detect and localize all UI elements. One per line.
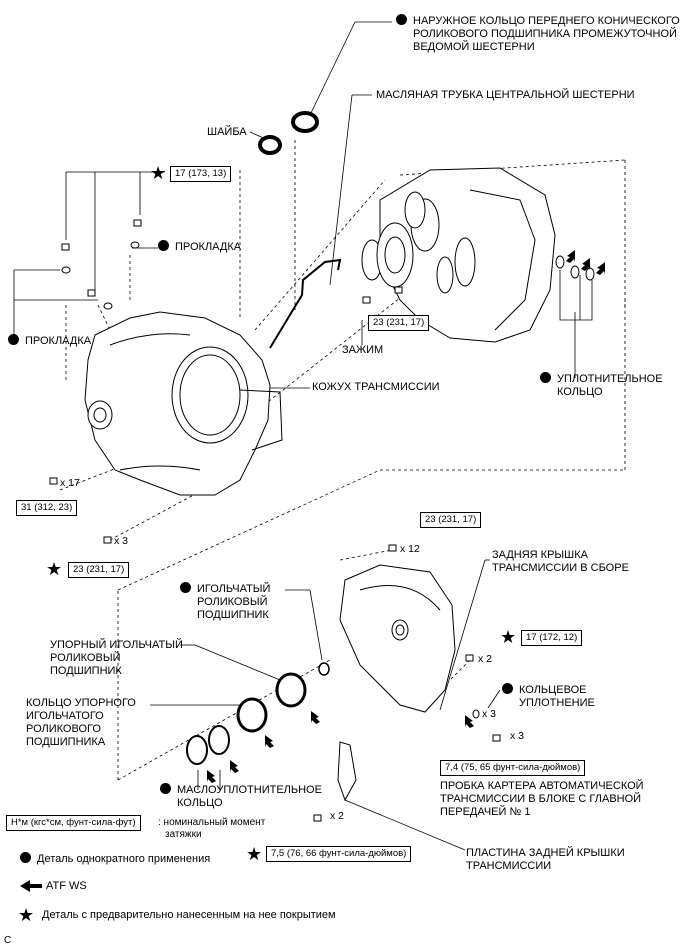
non-reusable-dot-icon <box>502 683 513 694</box>
non-reusable-dot-icon <box>20 852 31 863</box>
plate-count: x 2 <box>330 810 345 822</box>
torque-box-plug: 7,4 (75, 65 фунт-сила-дюймов) <box>440 760 586 776</box>
torque-box-plate: 7,5 (76, 66 фунт-сила-дюймов) <box>266 846 412 862</box>
case-bolts-count: x 17 <box>60 477 80 489</box>
transmission-case-label: КОЖУХ ТРАНСМИССИИ <box>312 381 440 393</box>
o-ring-label: УПЛОТНИТЕЛЬНОЕ КОЛЬЦО <box>540 372 663 399</box>
non-reusable-dot-icon <box>8 334 19 345</box>
legend-non-reusable: Деталь однократного применения <box>20 852 210 866</box>
legend-precoated: Деталь с предварительно нанесенным на не… <box>42 909 336 921</box>
thrust-needle-bearing-label: УПОРНЫЙ ИГОЛЬЧАТЫЙ РОЛИКОВЫЙ ПОДШИПНИК <box>50 639 183 677</box>
torque-box-cover: 23 (231, 17) <box>420 512 482 528</box>
legend-torque-box: Н*м (кгс*см, фунт-сила-фут) <box>6 815 141 831</box>
legend-torque-desc: : номинальный момент затяжки <box>158 817 266 840</box>
needle-bearing-label: ИГОЛЬЧАТЫЙ РОЛИКОВЫЙ ПОДШИПНИК <box>180 582 270 622</box>
torque-box-case: 31 (312, 23) <box>16 500 78 516</box>
washer-label: ШАЙБА <box>207 126 247 138</box>
oil-seal-ring-label: МАСЛОУПЛОТНИТЕЛЬНОЕ КОЛЬЦО <box>160 783 322 810</box>
plug-seal-count: x 3 <box>482 708 497 720</box>
plug-count: x 3 <box>510 730 525 742</box>
bearing-outer-race-label: НАРУЖНОЕ КОЛЬЦО ПЕРЕДНЕГО КОНИЧЕСКОГО РО… <box>396 14 680 54</box>
plug-label: ПРОБКА КАРТЕРА АВТОМАТИЧЕСКОЙ ТРАНСМИССИ… <box>440 780 644 818</box>
ring-seal-label: КОЛЬЦЕВОЕ УПЛОТНЕНИЕ <box>502 683 595 710</box>
non-reusable-dot-icon <box>160 783 171 794</box>
clamp-label: ЗАЖИМ <box>342 344 384 356</box>
precoated-star-icon: ★ <box>150 163 167 183</box>
legend-atf: ATF WS <box>46 880 87 892</box>
torque-box-pipe: 23 (231, 17) <box>368 315 430 331</box>
cover-bolts-count: x 12 <box>400 543 420 555</box>
rear-cover-label: ЗАДНЯЯ КРЫШКА ТРАНСМИССИИ В СБОРЕ <box>492 549 629 574</box>
precoated-star-icon: ★ <box>500 627 517 647</box>
precoated-star-icon: ★ <box>46 559 63 579</box>
rear-cover-plate-label: ПЛАСТИНА ЗАДНЕЙ КРЫШКИ ТРАНСМИССИИ <box>466 847 625 872</box>
oil-pipe-label: МАСЛЯНАЯ ТРУБКА ЦЕНТРАЛЬНОЙ ШЕСТЕРНИ <box>376 89 635 101</box>
non-reusable-dot-icon <box>396 14 407 25</box>
precoated-star-icon: ★ <box>18 905 35 925</box>
gasket-label-1: ПРОКЛАДКА <box>158 240 241 254</box>
rear-cover-drawing <box>339 564 456 713</box>
transmission-case-drawing <box>84 311 283 496</box>
gasket-label-2: ПРОКЛАДКА <box>8 334 91 348</box>
non-reusable-dot-icon <box>180 582 191 593</box>
corner-label: C <box>4 935 12 946</box>
transaxle-assembly-drawing <box>361 167 556 343</box>
case-bolts-star-count: x 3 <box>114 535 129 547</box>
cover-star-count: x 2 <box>478 653 493 665</box>
non-reusable-dot-icon <box>540 372 551 383</box>
torque-box-cover-star: 17 (172, 12) <box>521 630 583 646</box>
precoated-star-icon: ★ <box>246 844 263 864</box>
thrust-bearing-race-label: КОЛЬЦО УПОРНОГО ИГОЛЬЧАТОГО РОЛИКОВОГО П… <box>26 697 136 748</box>
torque-box-top: 17 (173, 13) <box>170 166 232 182</box>
torque-box-case-star: 23 (231, 17) <box>68 562 130 578</box>
non-reusable-dot-icon <box>158 240 169 251</box>
